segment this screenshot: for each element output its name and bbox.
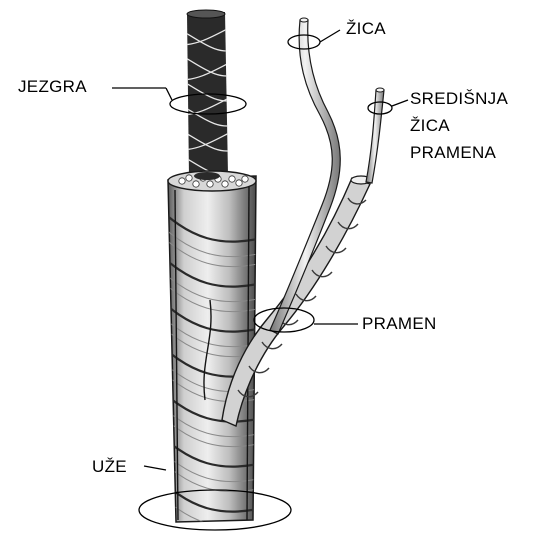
- rope-leader: [144, 466, 166, 470]
- label-rope: UŽE: [92, 456, 127, 477]
- label-center-wire-line2: ŽICA: [410, 115, 450, 136]
- label-core: JEZGRA: [18, 76, 87, 97]
- wire-leader: [320, 30, 340, 42]
- label-strand: PRAMEN: [362, 313, 437, 334]
- label-wire: ŽICA: [346, 18, 386, 39]
- center-wire-leader: [392, 100, 408, 106]
- label-center-wire-line3: PRAMENA: [410, 142, 496, 163]
- label-center-wire-line1: SREDIŠNJA: [410, 88, 508, 109]
